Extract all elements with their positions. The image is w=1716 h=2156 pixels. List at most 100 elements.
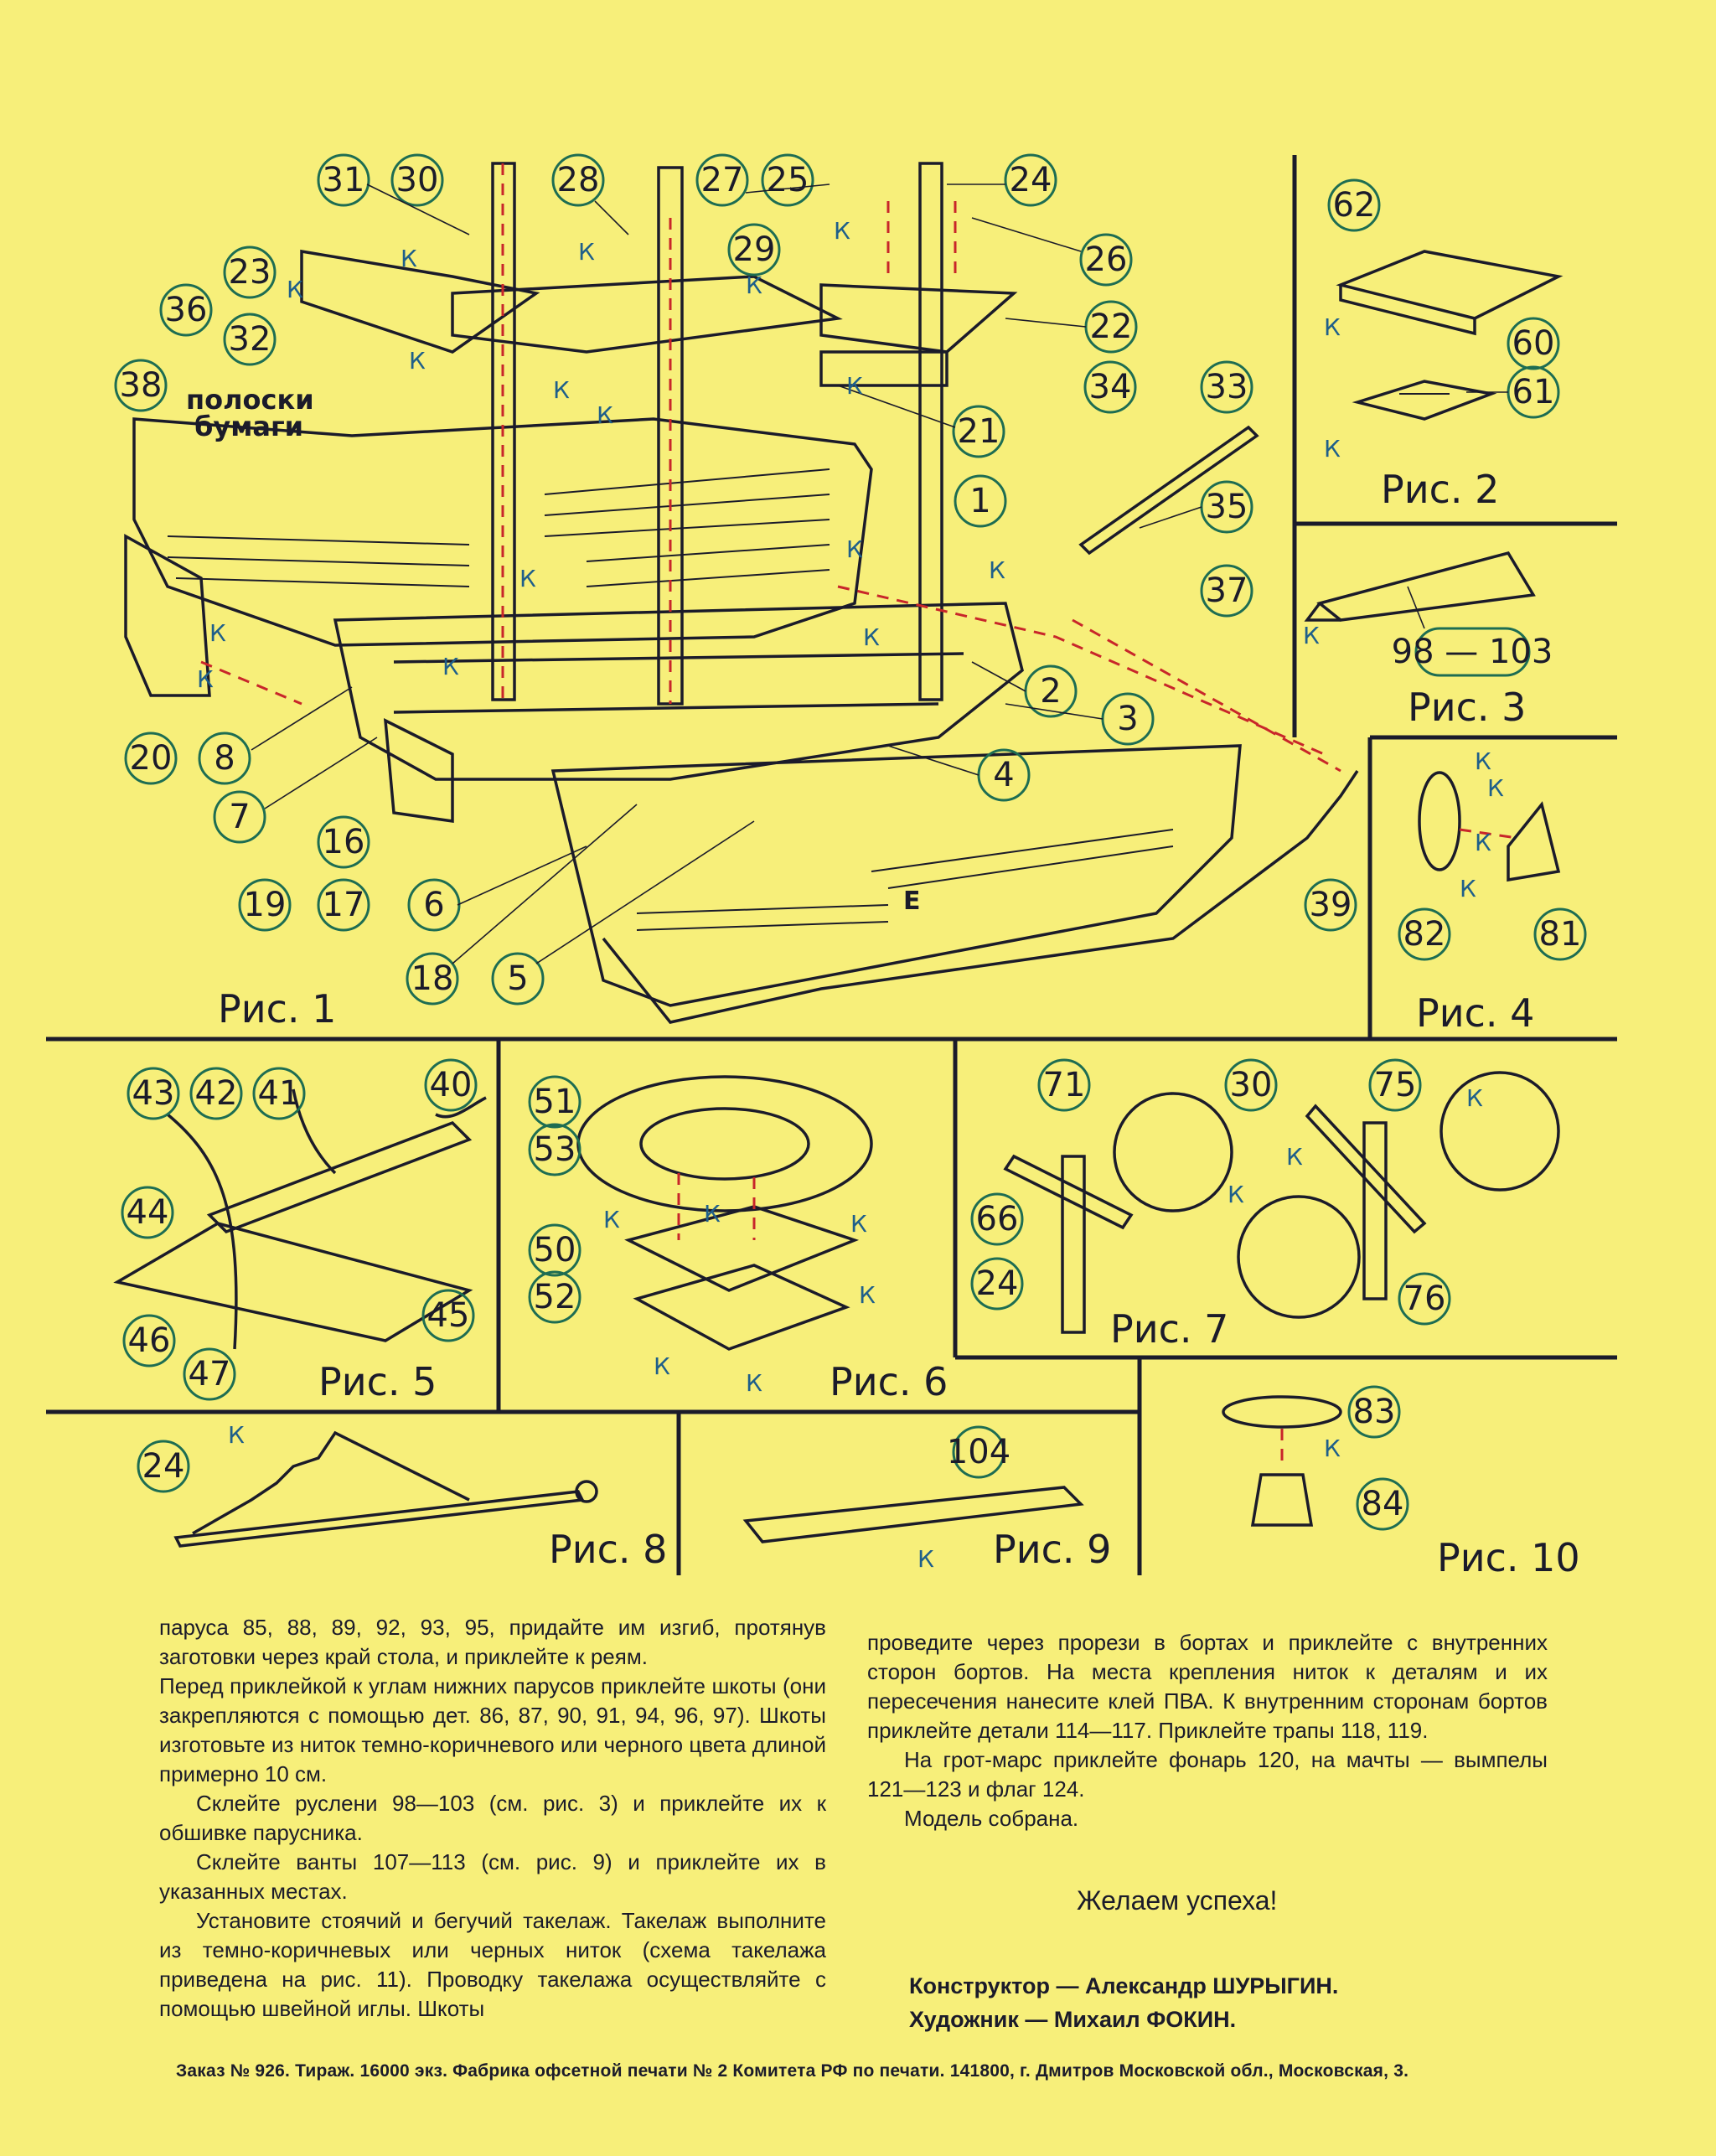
paragraph: Перед приклейкой к углам нижних парусов … (159, 1673, 826, 1786)
fig4-label: Рис. 4 (1416, 990, 1534, 1036)
part-6: 6 (423, 886, 444, 924)
part-42: 42 (195, 1074, 238, 1113)
part-32: 32 (229, 320, 271, 359)
part-36: 36 (165, 291, 208, 329)
fig10-label: Рис. 10 (1437, 1535, 1580, 1575)
strips-label-2: бумаги (194, 411, 303, 442)
part-104: 104 (947, 1433, 1010, 1471)
assembly-diagram: 31 30 28 27 25 24 23 29 26 32 36 22 38 3… (46, 153, 1617, 1575)
paragraph: Установите стоячий и бегучий такелаж. Та… (159, 1908, 826, 2021)
part-24: 24 (142, 1447, 185, 1486)
artist-credit: Художник — Михаил ФОКИН. (909, 2007, 1237, 2032)
part-50: 50 (534, 1231, 576, 1269)
part-27: 27 (701, 161, 744, 199)
svg-text:К: К (553, 376, 570, 404)
part-84: 84 (1362, 1485, 1404, 1523)
fig1-label: Рис. 1 (218, 986, 336, 1031)
part-2: 2 (1040, 672, 1061, 711)
svg-text:К: К (1466, 1084, 1483, 1112)
part-4: 4 (993, 756, 1014, 794)
part-47: 47 (189, 1355, 231, 1393)
imprint-footer: Заказ № 926. Тираж. 16000 экз. Фабрика о… (176, 2061, 1409, 2081)
fig7-drawing: 71 30 75 66 24 76 К К К Рис. 7 (970, 1058, 1560, 1352)
svg-text:К: К (746, 1369, 762, 1397)
svg-text:К: К (209, 619, 226, 647)
fig9-drawing: 104 К Рис. 9 (742, 1425, 1111, 1573)
part-23: 23 (229, 253, 271, 292)
part-61: 61 (1512, 373, 1555, 411)
paragraph: На грот-марс приклейте фонарь 120, на ма… (867, 1747, 1548, 1802)
part-75: 75 (1374, 1066, 1417, 1104)
part-16: 16 (323, 823, 365, 861)
svg-text:К: К (846, 535, 863, 563)
paragraph: паруса 85, 88, 89, 92, 93, 95, придайте … (159, 1615, 826, 1669)
part-39: 39 (1310, 886, 1352, 924)
part-17: 17 (323, 886, 365, 924)
part-29: 29 (733, 230, 776, 269)
fig8-label: Рис. 8 (549, 1527, 667, 1572)
svg-text:К: К (1324, 1435, 1341, 1462)
fig3-label: Рис. 3 (1408, 685, 1526, 730)
part-60: 60 (1512, 324, 1555, 363)
part-51: 51 (534, 1083, 576, 1121)
svg-text:К: К (989, 556, 1005, 584)
svg-text:К: К (704, 1200, 721, 1228)
svg-text:К: К (859, 1281, 876, 1309)
part-45: 45 (427, 1296, 470, 1335)
svg-text:К: К (1324, 313, 1341, 341)
svg-text:К: К (846, 372, 863, 400)
fig3-drawing: 98 — 103 К Рис. 3 (1303, 551, 1553, 730)
fig2-label: Рис. 2 (1381, 467, 1499, 512)
svg-text:К: К (1324, 435, 1341, 463)
svg-text:К: К (834, 217, 850, 245)
part-1: 1 (969, 482, 990, 520)
svg-text:К: К (1228, 1181, 1244, 1208)
designer-credit: Конструктор — Александр ШУРЫГИН. (909, 1973, 1339, 1998)
svg-text:К: К (654, 1352, 670, 1380)
part-20: 20 (130, 739, 173, 778)
svg-text:К: К (1460, 875, 1476, 902)
svg-text:К: К (1286, 1143, 1303, 1171)
svg-text:К: К (228, 1421, 245, 1449)
fig6-label: Рис. 6 (830, 1359, 948, 1404)
fig5-drawing: 43 42 41 40 44 45 46 47 Рис. 5 (113, 1058, 487, 1404)
part-66: 66 (976, 1200, 1019, 1238)
svg-text:К: К (287, 276, 303, 303)
part-62: 62 (1333, 186, 1376, 225)
credits: Конструктор — Александр ШУРЫГИН. Художни… (909, 1969, 1338, 2036)
svg-text:К: К (603, 1206, 620, 1233)
letter-e: Е (903, 887, 921, 916)
part-41: 41 (258, 1074, 301, 1113)
fig8-drawing: 24 К Рис. 8 (137, 1421, 667, 1572)
svg-text:К: К (1487, 774, 1504, 802)
part-26: 26 (1085, 240, 1128, 279)
part-82: 82 (1403, 915, 1446, 954)
svg-text:К: К (850, 1210, 867, 1238)
svg-text:К: К (917, 1545, 934, 1573)
fig1-leaders (251, 184, 1202, 964)
part-19: 19 (244, 886, 287, 924)
part-8: 8 (214, 739, 235, 778)
part-24: 24 (976, 1264, 1019, 1303)
part-98-103: 98 — 103 (1392, 633, 1553, 671)
instructions-right-column: проведите через прорези в бортах и прикл… (867, 1628, 1548, 1833)
part-22: 22 (1090, 308, 1133, 346)
part-83: 83 (1353, 1393, 1396, 1431)
fig4-drawing: 82 81 К К К К Рис. 4 (1398, 747, 1587, 1036)
instructions-left-column: паруса 85, 88, 89, 92, 93, 95, придайте … (159, 1613, 826, 2024)
part-52: 52 (534, 1278, 576, 1316)
paragraph: Модель собрана. (904, 1806, 1079, 1831)
part-43: 43 (132, 1074, 175, 1113)
svg-text:К: К (597, 401, 613, 429)
svg-text:К: К (746, 271, 762, 299)
part-25: 25 (767, 161, 809, 199)
part-3: 3 (1117, 700, 1138, 738)
svg-text:К: К (519, 565, 536, 592)
svg-text:К: К (442, 653, 459, 680)
part-81: 81 (1539, 915, 1582, 954)
svg-text:К: К (401, 245, 417, 272)
part-5: 5 (507, 959, 528, 998)
fig1-callouts: 31 30 28 27 25 24 23 29 26 32 36 22 38 3… (114, 153, 1357, 1006)
part-7: 7 (229, 798, 250, 836)
fig2-drawing: 62 60 61 К К Рис. 2 (1324, 178, 1564, 512)
